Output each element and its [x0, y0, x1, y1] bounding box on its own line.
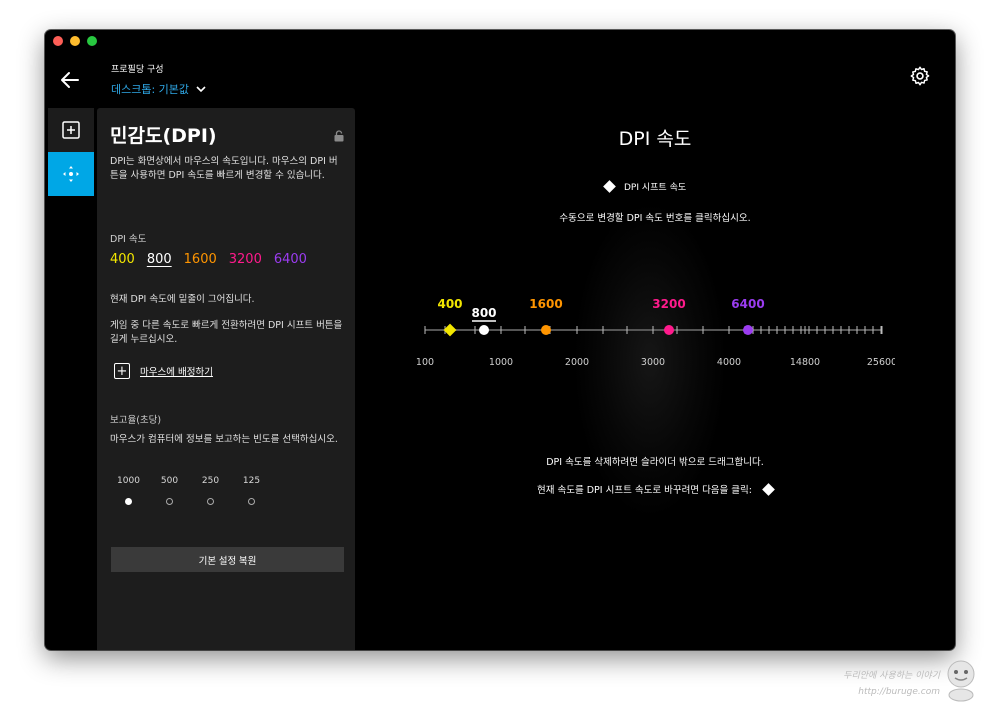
arrow-left-icon	[61, 72, 79, 88]
axis-label: 100	[416, 357, 434, 368]
shift-hint: 현재 속도를 DPI 시프트 속도로 바꾸려면 다음을 클릭:	[537, 485, 752, 496]
dpi-level-option[interactable]: 400	[110, 252, 135, 267]
dpi-shift-note: 게임 중 다른 속도로 빠르게 전환하려면 DPI 시프트 버튼을 길게 누르십…	[110, 320, 343, 345]
report-rate-options: 1000 500 250 125	[116, 476, 264, 505]
report-rate-option[interactable]: 250	[198, 476, 223, 505]
panel-title: 민감도(DPI)	[110, 125, 217, 147]
report-rate-option-label: 125	[242, 476, 261, 486]
radio-button[interactable]	[166, 498, 173, 505]
current-dpi-note: 현재 DPI 속도에 밑줄이 그어집니다.	[110, 294, 255, 305]
rail-add-button[interactable]	[48, 108, 94, 152]
watermark: 두리안에 사용하는 이야기 http://buruge.com	[828, 658, 988, 704]
gear-icon	[910, 66, 930, 86]
assign-to-mouse-label: 마우스에 배정하기	[140, 367, 213, 378]
plus-square-icon	[62, 121, 80, 139]
click-hint: 수동으로 변경할 DPI 속도 번호를 클릭하십시오.	[559, 213, 751, 224]
radio-button[interactable]	[125, 498, 132, 505]
settings-panel: 민감도(DPI) DPI는 화면상에서 마우스의 속도입니다. 마우스의 DPI…	[97, 108, 355, 650]
report-rate-option[interactable]: 125	[239, 476, 264, 505]
mascot-icon	[947, 660, 975, 702]
plus-square-icon: +	[114, 363, 130, 379]
maximize-window-button[interactable]	[87, 36, 97, 46]
dpi-marker-label[interactable]: 6400	[731, 297, 764, 311]
report-rate-label: 보고율(초당)	[110, 415, 162, 426]
profile-caption: 프로필당 구성	[111, 65, 164, 75]
dpi-level-list: 400 800 1600 3200 6400	[110, 252, 307, 267]
dpi-marker[interactable]	[479, 325, 489, 335]
report-rate-option-label: 1000	[117, 476, 140, 486]
dpi-marker[interactable]	[664, 325, 674, 335]
dpi-marker[interactable]	[541, 325, 551, 335]
mouse-silhouette	[575, 205, 725, 515]
watermark-line2: http://buruge.com	[858, 687, 940, 697]
radio-button[interactable]	[248, 498, 255, 505]
report-rate-option[interactable]: 1000	[116, 476, 141, 505]
restore-defaults-button[interactable]: 기본 설정 복원	[111, 547, 344, 572]
report-rate-option[interactable]: 500	[157, 476, 182, 505]
dpi-level-option[interactable]: 1600	[183, 252, 217, 267]
back-button[interactable]	[58, 68, 82, 92]
set-shift-speed-button[interactable]	[762, 482, 775, 496]
dpi-level-option[interactable]: 800	[146, 252, 172, 267]
dpi-slider[interactable]: 100 1000 2000 3000 4000 14800 25600 400 800 1600 3…	[415, 290, 895, 380]
axis-label: 1000	[489, 357, 513, 368]
main-title: DPI 속도	[618, 128, 692, 150]
report-rate-option-label: 500	[160, 476, 179, 486]
dpi-marker-label[interactable]: 1600	[529, 297, 562, 311]
report-rate-description: 마우스가 컴퓨터에 정보를 보고하는 빈도를 선택하십시오.	[110, 434, 338, 445]
diamond-icon	[603, 180, 616, 193]
dpi-speed-label: DPI 속도	[110, 234, 147, 245]
lock-icon[interactable]	[333, 127, 345, 146]
assign-to-mouse-button[interactable]: + 마우스에 배정하기	[114, 363, 213, 379]
watermark-line1: 두리안에 사용하는 이야기	[843, 671, 940, 681]
dpi-marker-label[interactable]: 800	[471, 306, 496, 320]
move-arrows-icon	[63, 166, 79, 182]
dpi-marker[interactable]	[743, 325, 753, 335]
axis-label: 25600	[867, 357, 895, 368]
side-rail	[48, 108, 94, 196]
dpi-level-option[interactable]: 3200	[228, 252, 262, 267]
chevron-down-icon	[196, 86, 206, 93]
profile-dropdown[interactable]: 데스크톱: 기본값	[111, 81, 206, 97]
close-window-button[interactable]	[53, 36, 63, 46]
dpi-shift-legend: DPI 시프트 속도	[603, 180, 687, 193]
shift-hint-row: 현재 속도를 DPI 시프트 속도로 바꾸려면 다음을 클릭:	[355, 482, 955, 496]
settings-button[interactable]	[909, 65, 931, 87]
radio-button[interactable]	[207, 498, 214, 505]
report-rate-option-label: 250	[201, 476, 220, 486]
app-window: 프로필당 구성 데스크톱: 기본값 민감도(DPI)	[45, 30, 955, 650]
window-controls	[53, 36, 97, 46]
dpi-description: DPI는 화면상에서 마우스의 속도입니다. 마우스의 DPI 버튼을 사용하면…	[110, 156, 338, 181]
rail-pointer-settings[interactable]	[48, 152, 94, 196]
watermark-text: 두리안에 사용하는 이야기 http://buruge.com	[843, 668, 940, 700]
delete-hint: DPI 속도를 삭제하려면 슬라이더 밖으로 드래그합니다.	[546, 457, 764, 468]
dpi-level-option[interactable]: 6400	[273, 252, 307, 267]
dpi-shift-legend-label: DPI 시프트 속도	[624, 183, 687, 193]
dpi-marker-label[interactable]: 3200	[652, 297, 685, 311]
dpi-marker-label[interactable]: 400	[437, 297, 462, 311]
axis-label: 4000	[717, 357, 741, 368]
axis-label: 3000	[641, 357, 665, 368]
minimize-window-button[interactable]	[70, 36, 80, 46]
profile-dropdown-label: 데스크톱: 기본값	[111, 83, 190, 96]
axis-label: 14800	[790, 357, 820, 368]
dpi-shift-marker[interactable]	[443, 323, 457, 337]
axis-label: 2000	[565, 357, 589, 368]
